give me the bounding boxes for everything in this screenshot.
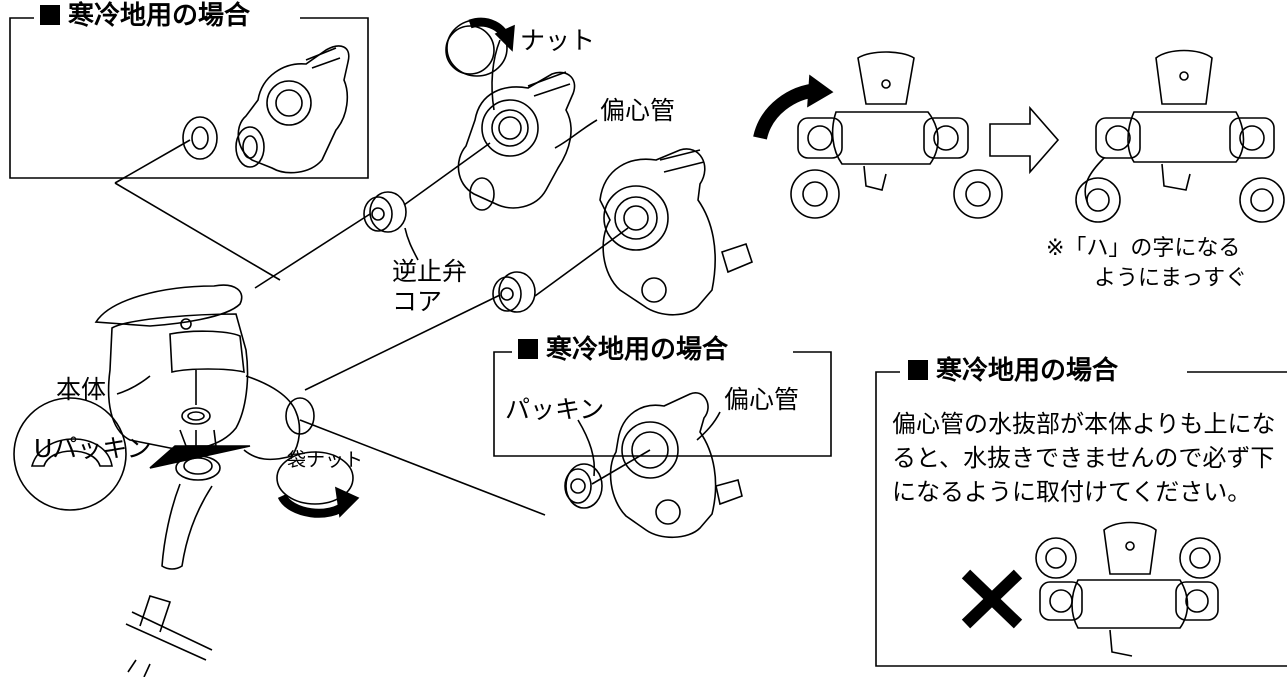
check-valve-core-upper	[363, 191, 407, 233]
label-check-valve-line2: コア	[392, 287, 443, 316]
cold-region-instruction: 偏心管の水抜部が本体よりも上になると、水抜きできませんので必ず下になるように取付…	[892, 410, 1276, 506]
packing-part	[564, 463, 603, 509]
bag-nut-assembly	[125, 455, 221, 677]
square-bullet-icon	[518, 339, 538, 359]
faucet-tilted	[753, 51, 1003, 219]
note-ha-shape-line1: ※「ハ」の字になる	[1046, 236, 1241, 261]
faucet-straight	[1075, 49, 1285, 223]
header-cold-region-right: 寒冷地用の場合	[902, 356, 1125, 387]
header-cold-region-middle: 寒冷地用の場合	[512, 335, 735, 366]
u-packing-circle	[13, 397, 127, 511]
label-nut: ナット	[520, 26, 596, 55]
square-bullet-icon	[40, 5, 60, 25]
label-bag-nut: 袋ナット	[287, 449, 364, 471]
bag-nut-arrow-icon	[276, 451, 360, 518]
right-arrow-icon	[989, 105, 1060, 175]
faucet-body	[94, 284, 315, 461]
eccentric-pipe-part-small	[235, 45, 350, 174]
label-body: 本体	[56, 375, 107, 404]
header-cold-region-top-left: 寒冷地用の場合	[34, 1, 257, 32]
cross-mark-icon	[961, 569, 1023, 629]
label-u-packing: Uパッキン	[34, 434, 152, 463]
eccentric-pipe-large	[599, 148, 753, 316]
square-bullet-icon	[908, 360, 928, 380]
frame-top-left	[9, 17, 369, 179]
frame-middle	[493, 351, 832, 457]
label-eccentric-pipe-box: 偏心管	[724, 385, 800, 414]
packing-part-small	[182, 116, 218, 160]
eccentric-pipe-box	[609, 392, 743, 539]
label-eccentric-pipe-top: 偏心管	[600, 96, 676, 125]
eccentric-pipe-top	[457, 71, 576, 211]
faucet-wrong	[1035, 521, 1221, 657]
label-packing: パッキン	[505, 395, 605, 424]
note-ha-shape-line2: ようにまっすぐ	[1094, 266, 1248, 291]
nut-part	[445, 17, 515, 77]
frame-right	[875, 371, 1287, 667]
check-valve-core-lower	[492, 271, 536, 313]
label-check-valve-line1: 逆止弁	[392, 257, 468, 286]
